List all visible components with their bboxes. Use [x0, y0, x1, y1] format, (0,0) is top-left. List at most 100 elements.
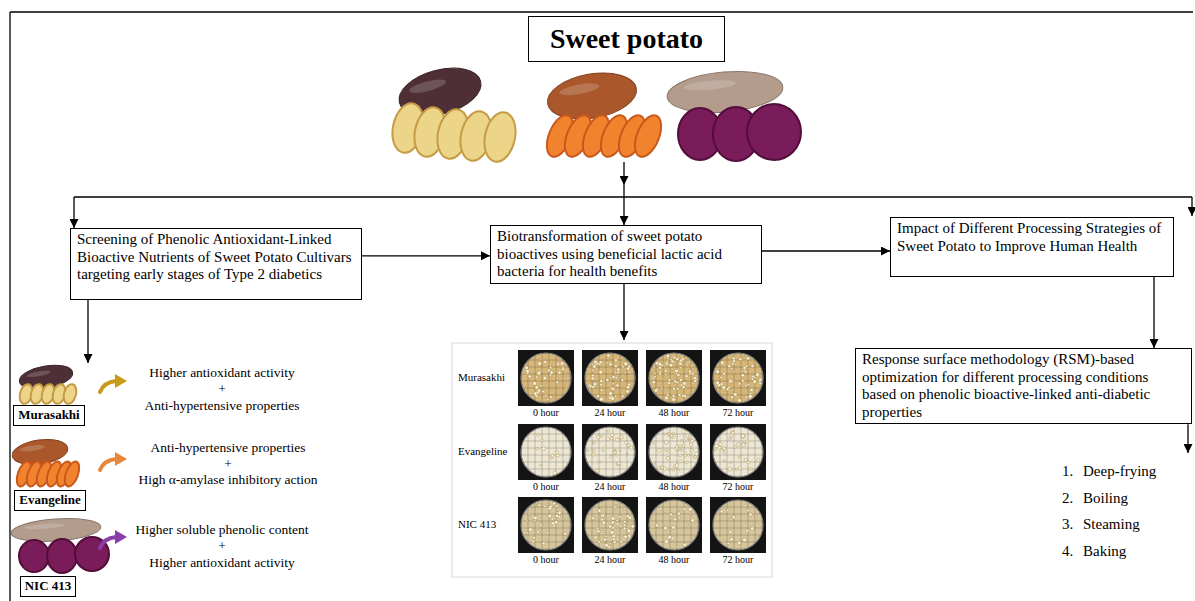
colony [548, 514, 552, 518]
colony [560, 362, 564, 366]
colony [693, 456, 696, 459]
arrow-tip [115, 374, 127, 388]
colony [666, 359, 668, 361]
colony [631, 525, 634, 528]
colony [745, 384, 747, 386]
colony [555, 512, 557, 514]
colony [756, 373, 760, 377]
dish-agar [521, 353, 571, 403]
grid-line [521, 448, 571, 449]
colony [691, 519, 695, 523]
grid-line [585, 353, 586, 403]
colony [678, 460, 681, 463]
petri-dish-panel [452, 343, 772, 577]
property-text: High α-amylase inhibitory action [138, 472, 317, 488]
colony [686, 434, 689, 437]
colony [593, 382, 597, 386]
colony [553, 502, 556, 505]
colony [626, 527, 628, 529]
colony [624, 508, 626, 510]
dish-grid [521, 500, 571, 550]
grid-line [592, 500, 593, 550]
grid-line [670, 500, 671, 550]
colony [689, 370, 691, 372]
colony [715, 444, 719, 448]
colony [726, 509, 728, 511]
colony [657, 449, 661, 453]
colony [599, 361, 602, 364]
colony [664, 369, 667, 372]
colony [533, 382, 537, 386]
time-label: 72 hour [723, 407, 754, 419]
colony [731, 368, 733, 370]
colony [665, 441, 669, 445]
colony [610, 527, 612, 529]
colony [665, 396, 669, 400]
colony [542, 447, 546, 451]
colony [654, 389, 657, 392]
colony [610, 543, 612, 545]
colony [558, 371, 561, 374]
colony [533, 537, 536, 540]
colony [690, 443, 693, 446]
list-number: 2. [1062, 489, 1073, 507]
dish-agar [521, 427, 571, 477]
bacterial-colonies [591, 505, 634, 549]
grid-line [698, 500, 699, 550]
process-box: Impact of Different Processing Strategie… [890, 217, 1174, 277]
colony [672, 395, 675, 398]
colony [745, 396, 747, 398]
colony [542, 390, 545, 393]
colony [609, 363, 612, 366]
colony [727, 542, 729, 544]
colony [755, 514, 757, 516]
colony [614, 371, 616, 373]
colony [669, 513, 672, 516]
colony [615, 377, 618, 380]
colony [592, 369, 594, 371]
colony [738, 382, 741, 385]
colony [654, 375, 656, 377]
grid-line [585, 434, 635, 435]
colony [545, 394, 547, 396]
grid-line [762, 427, 763, 477]
colony [557, 378, 559, 380]
colony [615, 505, 618, 508]
grid-line [585, 500, 635, 501]
petri-dish [710, 497, 766, 553]
colony [542, 542, 545, 545]
time-label: 0 hour [533, 481, 559, 493]
flow-line [74, 196, 1192, 197]
grid-line [563, 427, 564, 477]
colony [733, 360, 736, 363]
colony [537, 531, 539, 533]
colony [600, 383, 602, 385]
dish-agar [713, 427, 763, 477]
dish-agar [585, 500, 635, 550]
colony [673, 517, 676, 520]
colony [528, 513, 530, 515]
grid-line [649, 448, 699, 449]
colony [729, 530, 732, 533]
dish-background [582, 424, 638, 480]
flow-arrow [1187, 424, 1188, 453]
grid-line [713, 469, 763, 470]
dish-agar [521, 500, 571, 550]
grid-line [649, 353, 699, 354]
colony [653, 373, 655, 375]
colony [747, 383, 749, 385]
colony [543, 523, 545, 525]
colony [668, 371, 670, 373]
colony [611, 397, 615, 401]
colony [751, 378, 754, 381]
colony [596, 362, 599, 365]
colony [563, 377, 565, 379]
colony [596, 469, 599, 472]
colony [626, 386, 629, 389]
colony [688, 507, 692, 511]
dish-agar [585, 427, 635, 477]
grid-line [521, 549, 571, 550]
colony [531, 508, 533, 510]
colony [565, 518, 567, 520]
